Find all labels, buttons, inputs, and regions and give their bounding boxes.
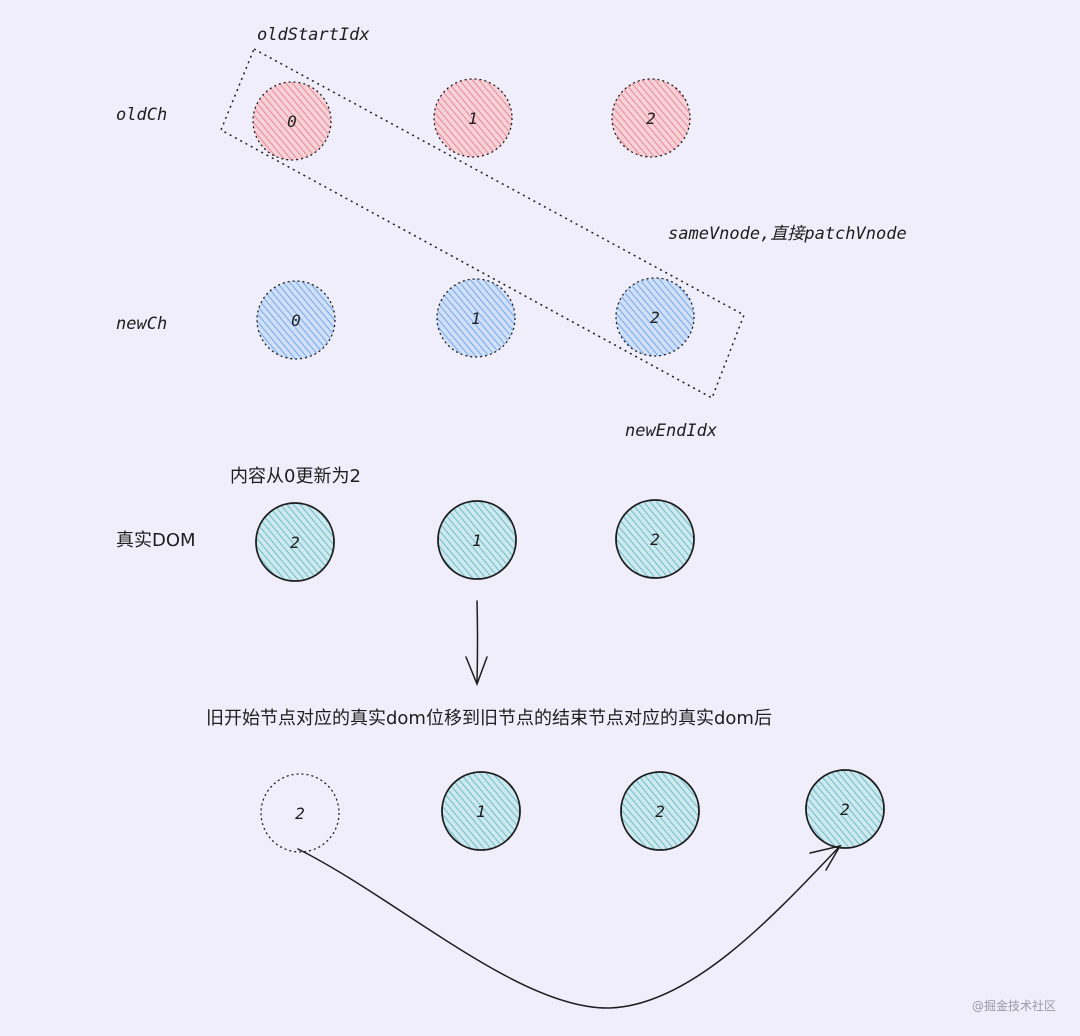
svg-text:2: 2 bbox=[295, 804, 305, 823]
svg-text:1: 1 bbox=[471, 309, 481, 328]
after-move-node-1: 1 bbox=[441, 771, 521, 851]
svg-text:2: 2 bbox=[650, 530, 660, 549]
svg-text:2: 2 bbox=[655, 802, 665, 821]
svg-text:2: 2 bbox=[650, 308, 660, 327]
content-update-label: 内容从0更新为2 bbox=[230, 466, 361, 487]
move-arrow-icon bbox=[297, 844, 842, 1009]
svg-text:2: 2 bbox=[290, 533, 300, 552]
svg-text:1: 1 bbox=[476, 802, 486, 821]
real-dom-node-2: 2 bbox=[615, 499, 695, 579]
new-ch-label: newCh bbox=[116, 314, 168, 334]
old-start-idx-label: oldStartIdx bbox=[257, 25, 370, 45]
svg-text:2: 2 bbox=[646, 109, 656, 128]
svg-text:0: 0 bbox=[287, 112, 297, 131]
new-ch-node-2: 2 bbox=[615, 277, 695, 357]
old-ch-node-1: 1 bbox=[433, 78, 513, 158]
real-dom-label: 真实DOM bbox=[116, 530, 196, 551]
watermark: @掘金技术社区 bbox=[972, 999, 1057, 1013]
moved-node: 2 bbox=[805, 769, 885, 849]
new-end-idx-label: newEndIdx bbox=[625, 421, 718, 441]
old-ch-node-2: 2 bbox=[611, 78, 691, 158]
svg-text:0: 0 bbox=[291, 311, 301, 330]
old-ch-label: oldCh bbox=[116, 105, 168, 125]
svg-text:1: 1 bbox=[468, 109, 478, 128]
down-arrow-icon bbox=[465, 600, 488, 687]
new-ch-node-1: 1 bbox=[436, 278, 516, 358]
svg-text:2: 2 bbox=[840, 800, 850, 819]
svg-text:1: 1 bbox=[472, 531, 482, 550]
after-move-node-2: 2 bbox=[620, 771, 700, 851]
real-dom-node-0: 2 bbox=[255, 502, 335, 582]
moved-out-placeholder-node: 2 bbox=[260, 773, 340, 853]
move-description: 旧开始节点对应的真实dom位移到旧节点的结束节点对应的真实dom后 bbox=[206, 708, 772, 729]
old-ch-node-0: 0 bbox=[252, 81, 332, 161]
real-dom-node-1: 1 bbox=[437, 500, 517, 580]
new-ch-node-0: 0 bbox=[256, 280, 336, 360]
same-vnode-label: sameVnode,直接patchVnode bbox=[668, 224, 907, 244]
